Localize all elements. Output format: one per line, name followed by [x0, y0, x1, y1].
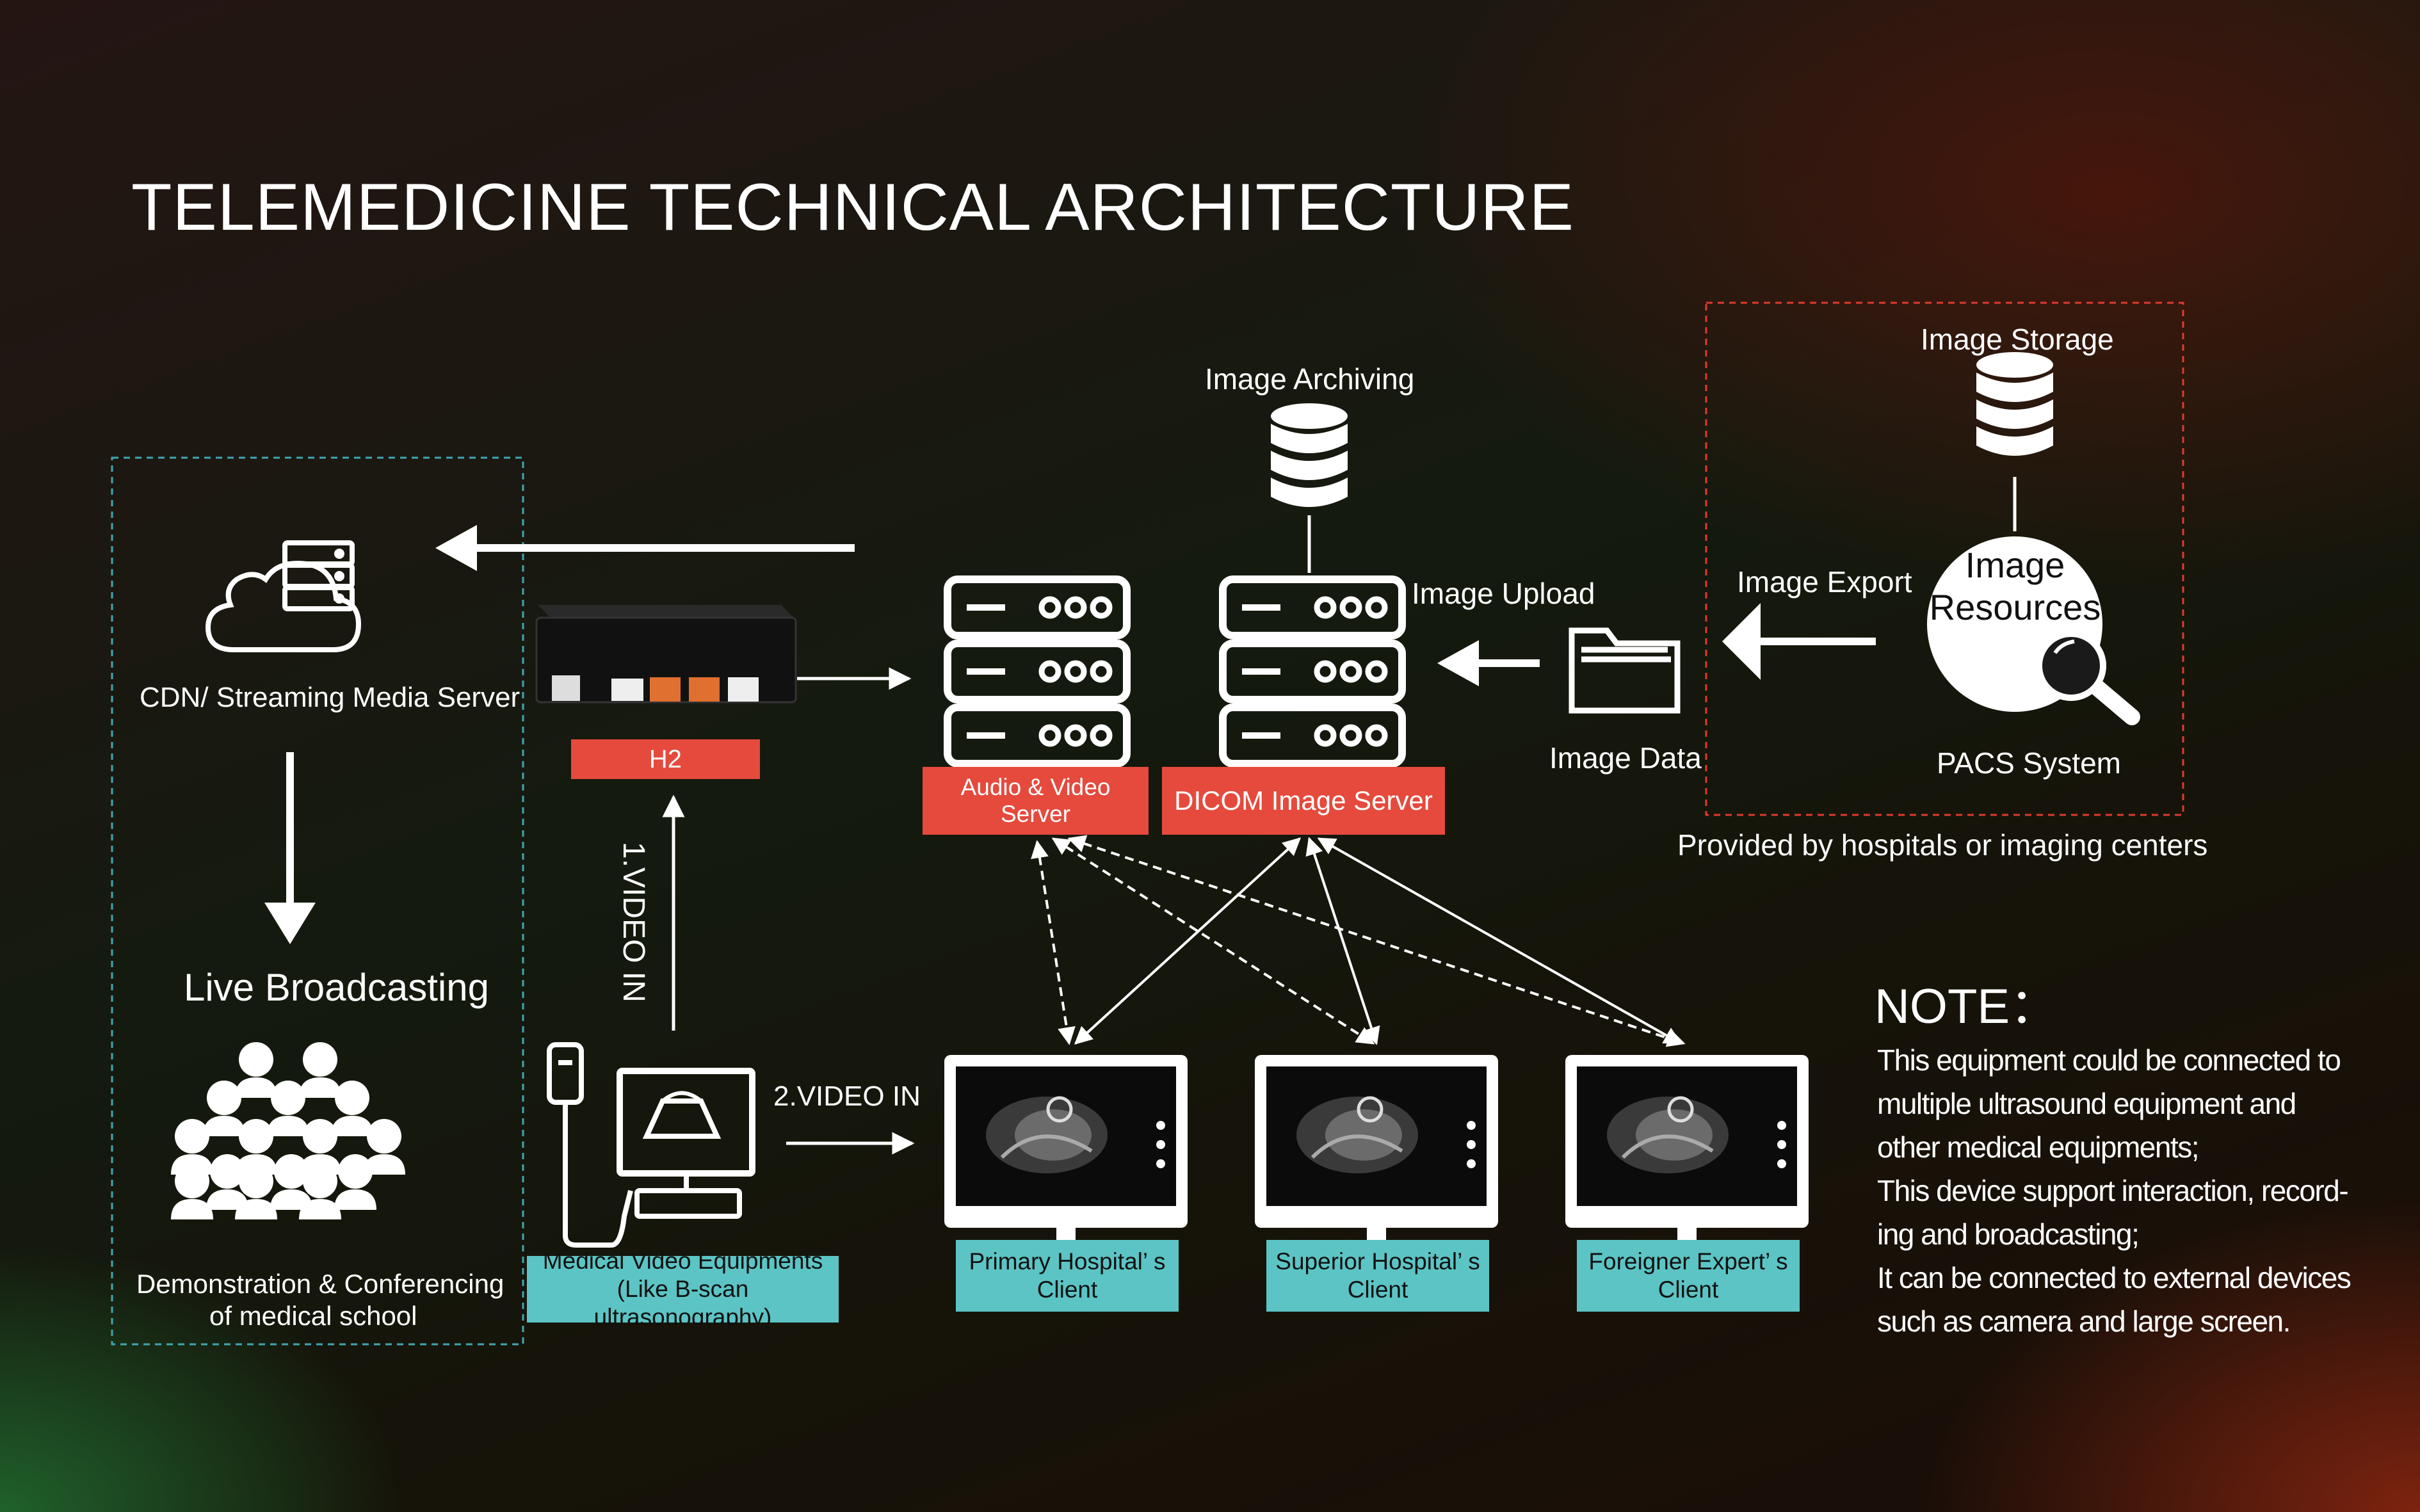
client-connections — [1031, 835, 1686, 1047]
note-line: This device support interaction, record- — [1877, 1174, 2349, 1207]
medical-equipment-line1: Medical Video Equipments — [542, 1248, 823, 1274]
image-storage-label: Image Storage — [1921, 323, 2114, 356]
provided-by-label: Provided by hospitals or imaging centers — [1677, 828, 2208, 862]
page-title: TELEMEDICINE TECHNICAL ARCHITECTURE — [131, 170, 1574, 245]
av-server-label: Audio & Video Server — [923, 767, 1149, 835]
client-primary-line1: Primary Hospital’ s — [969, 1248, 1166, 1275]
client-label-expert: Foreigner Expert’ s Client — [1577, 1240, 1800, 1312]
image-archiving-label: Image Archiving — [1205, 362, 1415, 396]
arrow-to-cdn-head — [435, 525, 477, 571]
arrow-down-live-head — [264, 903, 316, 944]
arrow-export-head — [1722, 603, 1761, 680]
note-line: such as camera and large screen. — [1877, 1305, 2291, 1338]
expert-client-monitor-icon — [1565, 1055, 1809, 1261]
audience-icon — [171, 1042, 405, 1219]
note-line: multiple ultrasound equipment and — [1877, 1087, 2296, 1120]
arrow-upload-head — [1437, 640, 1479, 686]
pacs-panel-border — [1705, 302, 2184, 816]
note-line: ing and broadcasting; — [1877, 1218, 2140, 1251]
h2-label: H2 — [571, 739, 760, 779]
client-label-primary: Primary Hospital’ s Client — [956, 1240, 1179, 1312]
note-body: This equipment could be connected to mul… — [1877, 1038, 2351, 1343]
note-title: NOTE： — [1875, 979, 2059, 1034]
client-expert-line1: Foreigner Expert’ s — [1588, 1248, 1788, 1275]
primary-client-monitor-icon — [944, 1055, 1188, 1261]
magnifier-icon — [2036, 631, 2140, 725]
av-server-icon — [948, 579, 1127, 764]
note-line: other medical equipments; — [1877, 1130, 2200, 1164]
ultrasound-equipment-icon — [547, 1042, 755, 1248]
superior-client-monitor-icon — [1255, 1055, 1498, 1261]
cdn-cloud-icon — [205, 540, 362, 652]
note-line: It can be connected to external devices — [1877, 1261, 2351, 1294]
medical-equipment-line2: (Like B-scan ultrasonography) — [593, 1276, 772, 1330]
client-primary-line2: Client — [1037, 1276, 1098, 1303]
medical-equipment-label: Medical Video Equipments (Like B-scan ul… — [527, 1248, 839, 1330]
image-resources-label: Image Resources — [1927, 544, 2103, 629]
dicom-server-label: DICOM Image Server — [1162, 767, 1445, 835]
client-label-superior: Superior Hospital’ s Client — [1266, 1240, 1489, 1312]
left-panel-border — [111, 456, 524, 1346]
video-in-1-label: 1.VIDEO IN — [617, 842, 650, 1002]
demo-label-line1: Demonstration & Conferencing — [136, 1269, 504, 1299]
folder-icon — [1569, 627, 1681, 714]
pacs-system-label: PACS System — [1937, 746, 2121, 780]
client-superior-line1: Superior Hospital’ s — [1275, 1248, 1480, 1275]
image-resources-line2: Resources — [1929, 587, 2101, 627]
cdn-label: CDN/ Streaming Media Server — [140, 682, 520, 713]
image-resources-line1: Image — [1965, 545, 2065, 585]
client-expert-line2: Client — [1658, 1276, 1719, 1303]
image-upload-label: Image Upload — [1412, 577, 1595, 610]
h2-device-icon — [535, 605, 797, 704]
storage-database-icon — [1976, 352, 2053, 456]
live-broadcasting-label: Live Broadcasting — [184, 966, 489, 1009]
video-in-2-label: 2.VIDEO IN — [773, 1081, 921, 1112]
archiving-database-icon — [1271, 403, 1348, 507]
image-export-label: Image Export — [1737, 565, 1912, 599]
demo-label-line2: of medical school — [209, 1301, 417, 1331]
image-data-label: Image Data — [1549, 741, 1702, 775]
note-line: This equipment could be connected to — [1877, 1043, 2341, 1077]
client-superior-line2: Client — [1347, 1276, 1408, 1303]
dicom-server-icon — [1223, 579, 1402, 764]
